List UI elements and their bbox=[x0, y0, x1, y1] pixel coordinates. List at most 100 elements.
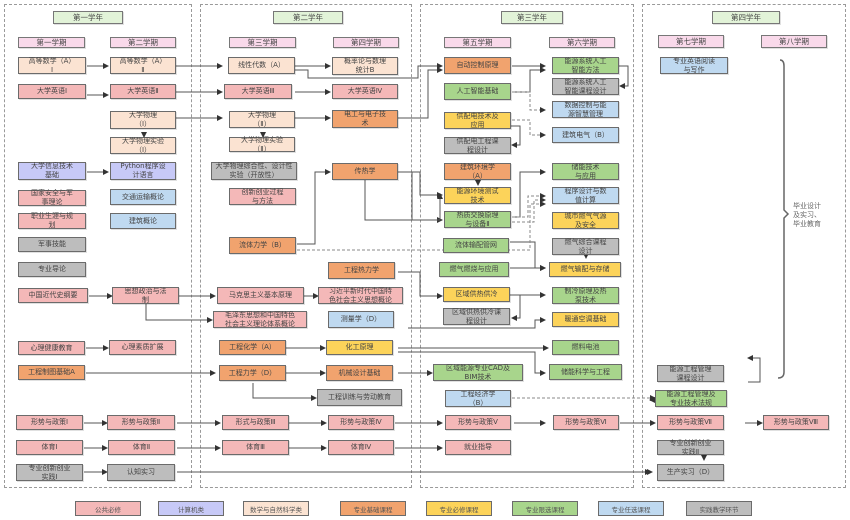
course-node[interactable]: 形势与政策Ⅰ bbox=[16, 415, 83, 430]
course-node[interactable]: 习近平新时代中国特 色社会主义思想概论 bbox=[318, 287, 403, 304]
course-node[interactable]: 程序设计与数 值计算 bbox=[552, 187, 619, 204]
course-node[interactable]: 区域供热供冷 bbox=[443, 287, 510, 302]
course-node[interactable]: 就业指导 bbox=[445, 440, 511, 455]
year-header-2: 第二学年 bbox=[273, 11, 343, 24]
course-node[interactable]: 大学英语Ⅱ bbox=[110, 84, 176, 99]
course-node[interactable]: 能源系统人工 智能课程设计 bbox=[552, 78, 619, 95]
course-node[interactable]: 工程化学（A） bbox=[219, 340, 286, 355]
course-node[interactable]: 工程制图基础A bbox=[18, 365, 85, 380]
course-node[interactable]: 流体力学（B） bbox=[229, 237, 296, 254]
link bbox=[512, 67, 546, 93]
link bbox=[618, 65, 629, 89]
course-node[interactable]: 建筑环境学 （A） bbox=[444, 163, 511, 180]
course-node[interactable]: 城市燃气气源 及安全 bbox=[552, 212, 619, 229]
course-node[interactable]: 中国近代史纲要 bbox=[18, 288, 88, 303]
course-node[interactable]: 燃气输配与存储 bbox=[549, 262, 621, 277]
course-node[interactable]: 大学物理实验 （Ⅱ） bbox=[229, 136, 295, 153]
link bbox=[252, 383, 317, 401]
course-node[interactable]: 大学物理 （Ⅰ） bbox=[110, 111, 176, 129]
course-node[interactable]: 思想政治与法 制 bbox=[112, 287, 179, 304]
course-node[interactable]: 概率论与数理 统计B bbox=[332, 57, 398, 75]
course-node[interactable]: 储能科学与工程 bbox=[549, 364, 622, 380]
course-node[interactable]: 交通运输概论 bbox=[110, 189, 176, 205]
course-node[interactable]: 形势与政策Ⅶ bbox=[657, 415, 724, 430]
year-frame-4 bbox=[642, 4, 846, 488]
course-node[interactable]: 暖通空调基础 bbox=[552, 312, 619, 327]
semester-header-4: 第四学期 bbox=[333, 37, 399, 48]
course-node[interactable]: 大学物理实验 （Ⅰ） bbox=[110, 137, 176, 154]
course-node[interactable]: Python程序设 计语言 bbox=[110, 162, 176, 180]
course-node[interactable]: 能源工程管理及 专业技术法规 bbox=[655, 390, 727, 407]
course-node[interactable]: 数据控制与能 源智慧管理 bbox=[552, 101, 619, 118]
course-node[interactable]: 机械设计基础 bbox=[326, 365, 393, 381]
course-node[interactable]: 燃料电池 bbox=[552, 340, 619, 355]
course-node[interactable]: 体育Ⅲ bbox=[222, 440, 289, 455]
course-node[interactable]: 制冷原理及热 泵技术 bbox=[552, 287, 619, 304]
course-node[interactable]: 高等数学（A） Ⅰ bbox=[18, 57, 86, 74]
course-node[interactable]: 形势与政策Ⅳ bbox=[328, 415, 394, 430]
course-node[interactable]: 大学信息技术 基础 bbox=[18, 162, 86, 180]
course-node[interactable]: 工程经济学 （B） bbox=[445, 390, 511, 407]
course-node[interactable]: 电工与电子技 术 bbox=[332, 110, 398, 128]
course-node[interactable]: 心理健康教育 bbox=[18, 341, 85, 355]
dashed-link bbox=[297, 201, 546, 251]
course-node[interactable]: 形势与政策Ⅷ bbox=[763, 415, 829, 430]
course-node[interactable]: 专业英语阅读 与写作 bbox=[660, 57, 728, 74]
course-node[interactable]: 体育Ⅰ bbox=[16, 440, 83, 455]
graduation-brace bbox=[777, 59, 790, 379]
course-node[interactable]: 职业生涯与规 划 bbox=[18, 212, 86, 229]
course-node[interactable]: 大学物理综合性、设计性 实验（开放性） bbox=[211, 162, 297, 180]
course-node[interactable]: 区域供热供冷课 程设计 bbox=[443, 308, 510, 325]
course-node[interactable]: 专业导论 bbox=[18, 262, 86, 277]
course-node[interactable]: 线性代数（A） bbox=[228, 57, 295, 74]
course-node[interactable]: 专业创新创业 实践Ⅰ bbox=[16, 464, 83, 481]
dashed-link bbox=[512, 197, 546, 223]
course-node[interactable]: 建筑概论 bbox=[110, 213, 176, 229]
course-node[interactable]: 毛泽东思想和中国特色 社会主义理论体系概论 bbox=[213, 311, 307, 328]
course-node[interactable]: 大学英语Ⅰ bbox=[18, 84, 86, 99]
course-node[interactable]: 建筑电气（B） bbox=[552, 127, 619, 143]
course-node[interactable]: 形势与政策Ⅴ bbox=[445, 415, 511, 430]
course-node[interactable]: 供配电工程课 程设计 bbox=[444, 137, 511, 154]
course-node[interactable]: 体育Ⅳ bbox=[328, 440, 394, 455]
course-node[interactable]: 流体输配管网 bbox=[443, 238, 509, 253]
course-node[interactable]: 认知实习 bbox=[107, 464, 175, 481]
course-node[interactable]: 自动控制原理 bbox=[444, 57, 511, 74]
course-node[interactable]: 高等数学（A） Ⅱ bbox=[110, 57, 176, 74]
course-node[interactable]: 工程力学（D） bbox=[219, 365, 286, 381]
year-header-1: 第一学年 bbox=[53, 11, 123, 24]
course-node[interactable]: 工程训练与劳动教育 bbox=[317, 389, 402, 406]
course-node[interactable]: 区域能源专业CAD及 BIM技术 bbox=[433, 364, 523, 381]
course-node[interactable]: 国家安全与军 事理论 bbox=[18, 189, 86, 206]
course-node[interactable]: 形势与政策Ⅱ bbox=[107, 415, 175, 430]
course-node[interactable]: 储能技术 与应用 bbox=[552, 163, 619, 180]
course-node[interactable]: 形式与政策Ⅲ bbox=[222, 415, 289, 430]
course-node[interactable]: 形势与政策Ⅵ bbox=[553, 415, 619, 430]
course-node[interactable]: 传热学 bbox=[332, 163, 398, 180]
course-node[interactable]: 大学物理 （Ⅱ） bbox=[229, 111, 295, 128]
course-node[interactable]: 大学英语Ⅲ bbox=[224, 84, 292, 99]
course-node[interactable]: 供配电技术及 应用 bbox=[444, 112, 511, 129]
course-node[interactable]: 军事技能 bbox=[18, 237, 86, 252]
course-node[interactable]: 能源系统人工 智能方法 bbox=[552, 57, 619, 74]
course-node[interactable]: 创新创业过程 与方法 bbox=[229, 188, 296, 205]
course-node[interactable]: 工程热力学 bbox=[328, 262, 395, 279]
course-node[interactable]: 能源工程管理 课程设计 bbox=[657, 365, 724, 382]
course-node[interactable]: 热质交换原理 与设备Ⅱ bbox=[444, 211, 511, 228]
course-node[interactable]: 专业创新创业 实践Ⅱ bbox=[657, 439, 724, 456]
course-node[interactable]: 燃气综合课程 设计 bbox=[552, 238, 619, 255]
course-node[interactable]: 体育Ⅱ bbox=[108, 440, 175, 455]
course-node[interactable]: 生产实习（D） bbox=[657, 464, 724, 481]
course-node[interactable]: 能源环境测试 技术 bbox=[444, 187, 511, 204]
course-node[interactable]: 马克思主义基本原理 bbox=[217, 287, 304, 304]
semester-header-7: 第七学期 bbox=[658, 35, 724, 48]
course-node[interactable]: 化工原理 bbox=[326, 340, 393, 355]
course-node[interactable]: 燃气燃烧与应用 bbox=[439, 262, 509, 277]
course-node[interactable]: 人工智能基础 bbox=[444, 83, 511, 100]
link bbox=[408, 317, 546, 329]
course-node[interactable]: 测量学（D） bbox=[328, 311, 394, 328]
year-frame-1 bbox=[4, 4, 192, 488]
legend-practice: 实践教学环节 bbox=[686, 501, 752, 516]
course-node[interactable]: 心理素质扩展 bbox=[109, 340, 176, 355]
course-node[interactable]: 大学英语Ⅳ bbox=[332, 84, 398, 99]
